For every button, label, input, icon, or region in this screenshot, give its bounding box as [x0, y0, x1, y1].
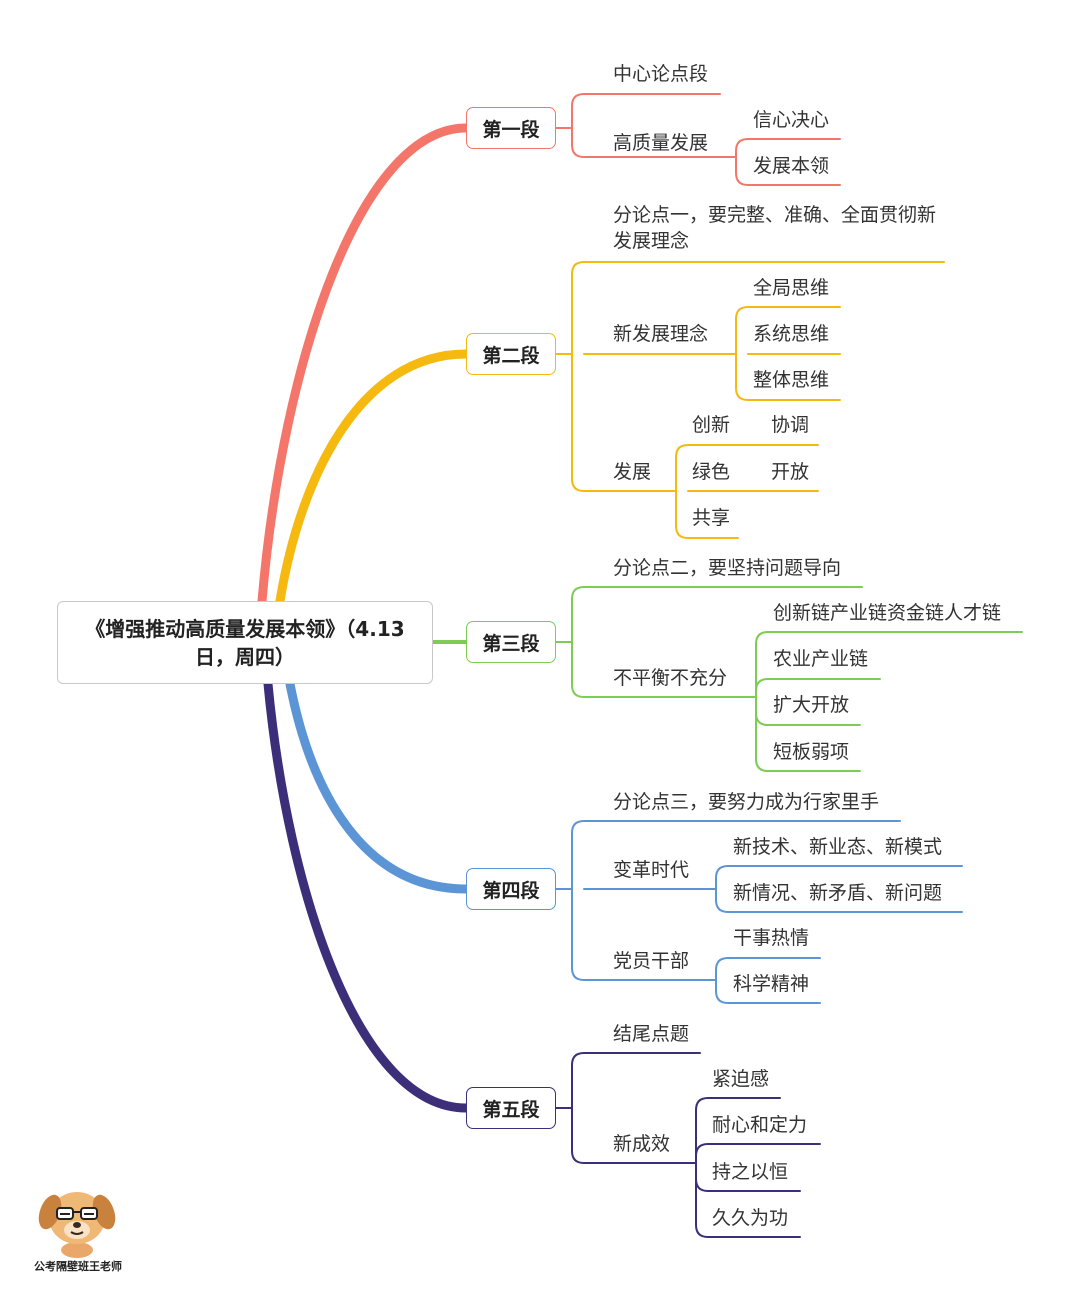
s4-fork-branch-0 — [572, 821, 584, 889]
section-5-node[interactable]: 第五段 — [466, 1087, 556, 1129]
s3-topic-subpoint-2[interactable]: 分论点二，要坚持问题导向 — [613, 555, 841, 581]
s2-leaf-global[interactable]: 全局思维 — [753, 275, 829, 301]
s5-topic-new-results[interactable]: 新成效 — [613, 1131, 670, 1157]
s4-fork-branch-2 — [572, 889, 584, 980]
s5-fork-branch-0 — [572, 1053, 584, 1108]
s2-leaf-open[interactable]: 开放 — [771, 459, 809, 485]
s2-leaf-innovation[interactable]: 创新 — [692, 412, 730, 438]
s3-leaf-chains[interactable]: 创新链产业链资金链人才链 — [773, 600, 1001, 626]
s3-leaf-weakness[interactable]: 短板弱项 — [773, 739, 849, 765]
s3b-fork-branch-3 — [756, 697, 768, 771]
main-branch-4 — [290, 684, 466, 889]
s2c-fork-branch-2 — [676, 491, 688, 538]
section-2-node[interactable]: 第二段 — [466, 333, 556, 375]
s2-topic-new-concept[interactable]: 新发展理念 — [613, 321, 708, 347]
s3-fork-branch-0 — [572, 587, 584, 642]
s3b-fork-branch-0 — [756, 632, 768, 697]
s4-topic-subpoint-3[interactable]: 分论点三，要努力成为行家里手 — [613, 789, 879, 815]
s1b-fork-branch-0 — [736, 139, 748, 157]
s2-fork-branch-2 — [572, 354, 584, 491]
s2-fork-branch-0 — [572, 262, 584, 354]
s4c-fork-branch-1 — [716, 980, 728, 1003]
s2-leaf-whole[interactable]: 整体思维 — [753, 367, 829, 393]
s4b-fork-branch-0 — [716, 866, 728, 889]
s1-fork-branch-0 — [572, 94, 584, 128]
s2-leaf-system[interactable]: 系统思维 — [753, 321, 829, 347]
s5-leaf-persistence[interactable]: 持之以恒 — [712, 1159, 788, 1185]
s4-leaf-new-tech[interactable]: 新技术、新业态、新模式 — [733, 834, 942, 860]
s4-leaf-science-spirit[interactable]: 科学精神 — [733, 971, 809, 997]
s2-leaf-green[interactable]: 绿色 — [692, 459, 730, 485]
dog-mascot-logo — [36, 1178, 118, 1258]
s1-leaf-ability[interactable]: 发展本领 — [753, 153, 829, 179]
s5-topic-conclusion[interactable]: 结尾点题 — [613, 1021, 689, 1047]
section-1-node[interactable]: 第一段 — [466, 107, 556, 149]
s3-fork-branch-1 — [572, 642, 584, 697]
s3-topic-imbalance[interactable]: 不平衡不充分 — [613, 665, 727, 691]
s3b-fork-branch-2 — [756, 697, 768, 725]
s5b-fork-branch-0 — [696, 1098, 708, 1163]
s5-leaf-urgency[interactable]: 紧迫感 — [712, 1066, 769, 1092]
s4c-fork-branch-0 — [716, 958, 728, 980]
s2b-fork-branch-0 — [736, 307, 748, 354]
s5b-fork-branch-3 — [696, 1163, 708, 1237]
s2-topic-development[interactable]: 发展 — [613, 459, 651, 485]
s3b-fork-branch-1 — [756, 679, 768, 697]
s5-fork-branch-1 — [572, 1108, 584, 1163]
main-branch-2 — [280, 354, 466, 601]
s5-leaf-long-term[interactable]: 久久为功 — [712, 1205, 788, 1231]
s4-topic-cadres[interactable]: 党员干部 — [613, 948, 689, 974]
s2-leaf-coordination[interactable]: 协调 — [771, 412, 809, 438]
section-4-node[interactable]: 第四段 — [466, 868, 556, 910]
s1b-fork-branch-1 — [736, 157, 748, 185]
s4-topic-transform-era[interactable]: 变革时代 — [613, 857, 689, 883]
s3-leaf-agri-chain[interactable]: 农业产业链 — [773, 646, 868, 672]
s1-leaf-confidence[interactable]: 信心决心 — [753, 107, 829, 133]
s1-fork-branch-1 — [572, 128, 584, 157]
author-credit: 公考隔壁班王老师 — [34, 1258, 122, 1274]
s2b-fork-branch-2 — [736, 354, 748, 400]
section-3-node[interactable]: 第三段 — [466, 621, 556, 663]
main-branch-5 — [268, 684, 466, 1108]
s4-leaf-new-situation[interactable]: 新情况、新矛盾、新问题 — [733, 880, 942, 906]
s2c-fork-branch-0 — [676, 445, 688, 491]
s2-leaf-shared[interactable]: 共享 — [692, 505, 730, 531]
root-topic[interactable]: 《增强推动高质量发展本领》（4.13日，周四） — [57, 601, 433, 684]
s2-topic-subpoint-1[interactable]: 分论点一，要完整、准确、全面贯彻新发展理念 — [613, 202, 943, 254]
s3-leaf-opening[interactable]: 扩大开放 — [773, 692, 849, 718]
s4-leaf-enthusiasm[interactable]: 干事热情 — [733, 925, 809, 951]
s1-topic-thesis[interactable]: 中心论点段 — [613, 61, 708, 87]
s4b-fork-branch-1 — [716, 889, 728, 912]
s1-topic-quality-development[interactable]: 高质量发展 — [613, 130, 708, 156]
s5b-fork-branch-1 — [696, 1144, 708, 1163]
s5-leaf-patience[interactable]: 耐心和定力 — [712, 1112, 807, 1138]
s5b-fork-branch-2 — [696, 1163, 708, 1191]
